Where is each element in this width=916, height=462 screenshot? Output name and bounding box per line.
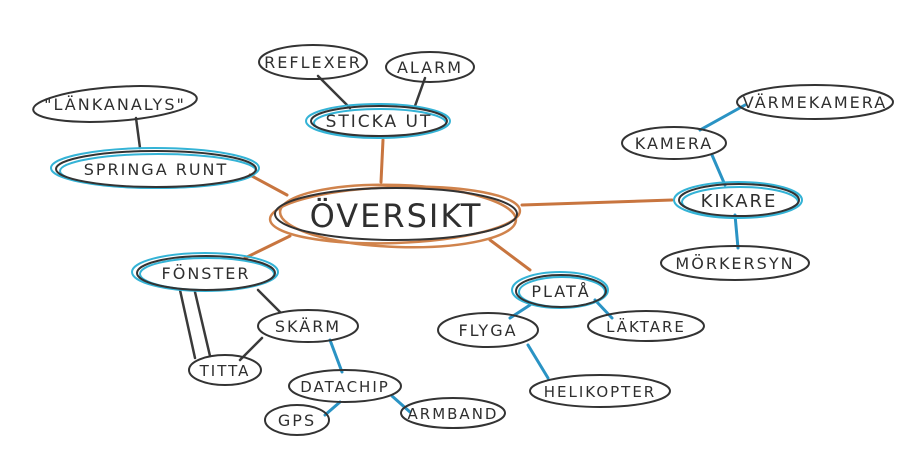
node-titta: TITTA: [188, 354, 262, 386]
edge-springa-runt-lankanalys: [134, 116, 142, 150]
reflexer-label: REFLEXER: [264, 53, 362, 72]
edge-kikare-morkersyn: [733, 213, 740, 250]
center-label: ÖVERSIKT: [310, 197, 483, 235]
skarm-label: SKÄRM: [275, 317, 341, 336]
morkersyn-label: MÖRKERSYN: [675, 254, 794, 273]
plata-label: PLATÅ: [531, 282, 590, 301]
node-gps: GPS: [264, 404, 330, 436]
fonster-label: FÖNSTER: [162, 264, 251, 283]
kamera-label: KAMERA: [635, 134, 713, 153]
node-kikare: KIKARE: [673, 181, 803, 219]
edge-datachip-armband: [390, 394, 412, 414]
kikare-label: KIKARE: [701, 191, 778, 212]
node-flyga: FLYGA: [437, 312, 539, 348]
edge-datachip-gps: [323, 400, 342, 417]
node-datachip: DATACHIP: [288, 369, 402, 403]
titta-label: TITTA: [199, 362, 251, 380]
lankanalys-label: "LÄNKANALYS": [44, 95, 186, 114]
edge-sticka-ut-reflexer: [316, 74, 352, 110]
node-skarm: SKÄRM: [257, 309, 359, 343]
node-kamera: KAMERA: [621, 126, 727, 160]
laktare-label: LÄKTARE: [606, 317, 686, 336]
node-alarm: ALARM: [385, 51, 475, 83]
varmekamera-label: VÄRMEKAMERA: [743, 93, 887, 112]
helikopter-label: HELIKOPTER: [544, 383, 656, 401]
edge-kikare-kamera: [710, 153, 727, 187]
edge-center-kikare: [520, 198, 674, 207]
node-varmekamera: VÄRMEKAMERA: [736, 84, 894, 120]
edge-skarm-datachip: [328, 338, 344, 374]
node-plata: PLATÅ: [511, 271, 609, 309]
node-helikopter: HELIKOPTER: [529, 374, 671, 408]
edge-center-plata: [488, 238, 532, 272]
edge-fonster-titta: [178, 288, 212, 360]
edge-flyga-helikopter: [526, 343, 550, 380]
node-center: ÖVERSIKT: [268, 183, 522, 249]
node-armband: ARMBAND: [400, 397, 506, 429]
node-fonster: FÖNSTER: [131, 252, 279, 292]
armband-label: ARMBAND: [408, 405, 499, 423]
sticka-ut-label: STICKA UT: [326, 112, 433, 132]
gps-label: GPS: [278, 411, 316, 430]
node-springa-runt: SPRINGA RUNT: [50, 147, 260, 189]
edges: [134, 74, 747, 417]
edge-center-fonster: [243, 234, 292, 260]
springa-runt-label: SPRINGA RUNT: [84, 160, 229, 179]
node-lankanalys: "LÄNKANALYS": [32, 85, 198, 123]
node-sticka-ut: STICKA UT: [305, 103, 451, 139]
flyga-label: FLYGA: [458, 321, 517, 340]
edge-kamera-varmekamera: [698, 103, 747, 132]
edge-center-springa-runt: [248, 173, 289, 197]
datachip-label: DATACHIP: [300, 378, 390, 396]
alarm-label: ALARM: [397, 58, 463, 77]
edge-center-sticka-ut: [379, 138, 385, 184]
node-morkersyn: MÖRKERSYN: [660, 245, 810, 281]
node-reflexer: REFLEXER: [258, 44, 368, 80]
edge-fonster-skarm: [256, 288, 282, 314]
node-laktare: LÄKTARE: [587, 310, 705, 342]
